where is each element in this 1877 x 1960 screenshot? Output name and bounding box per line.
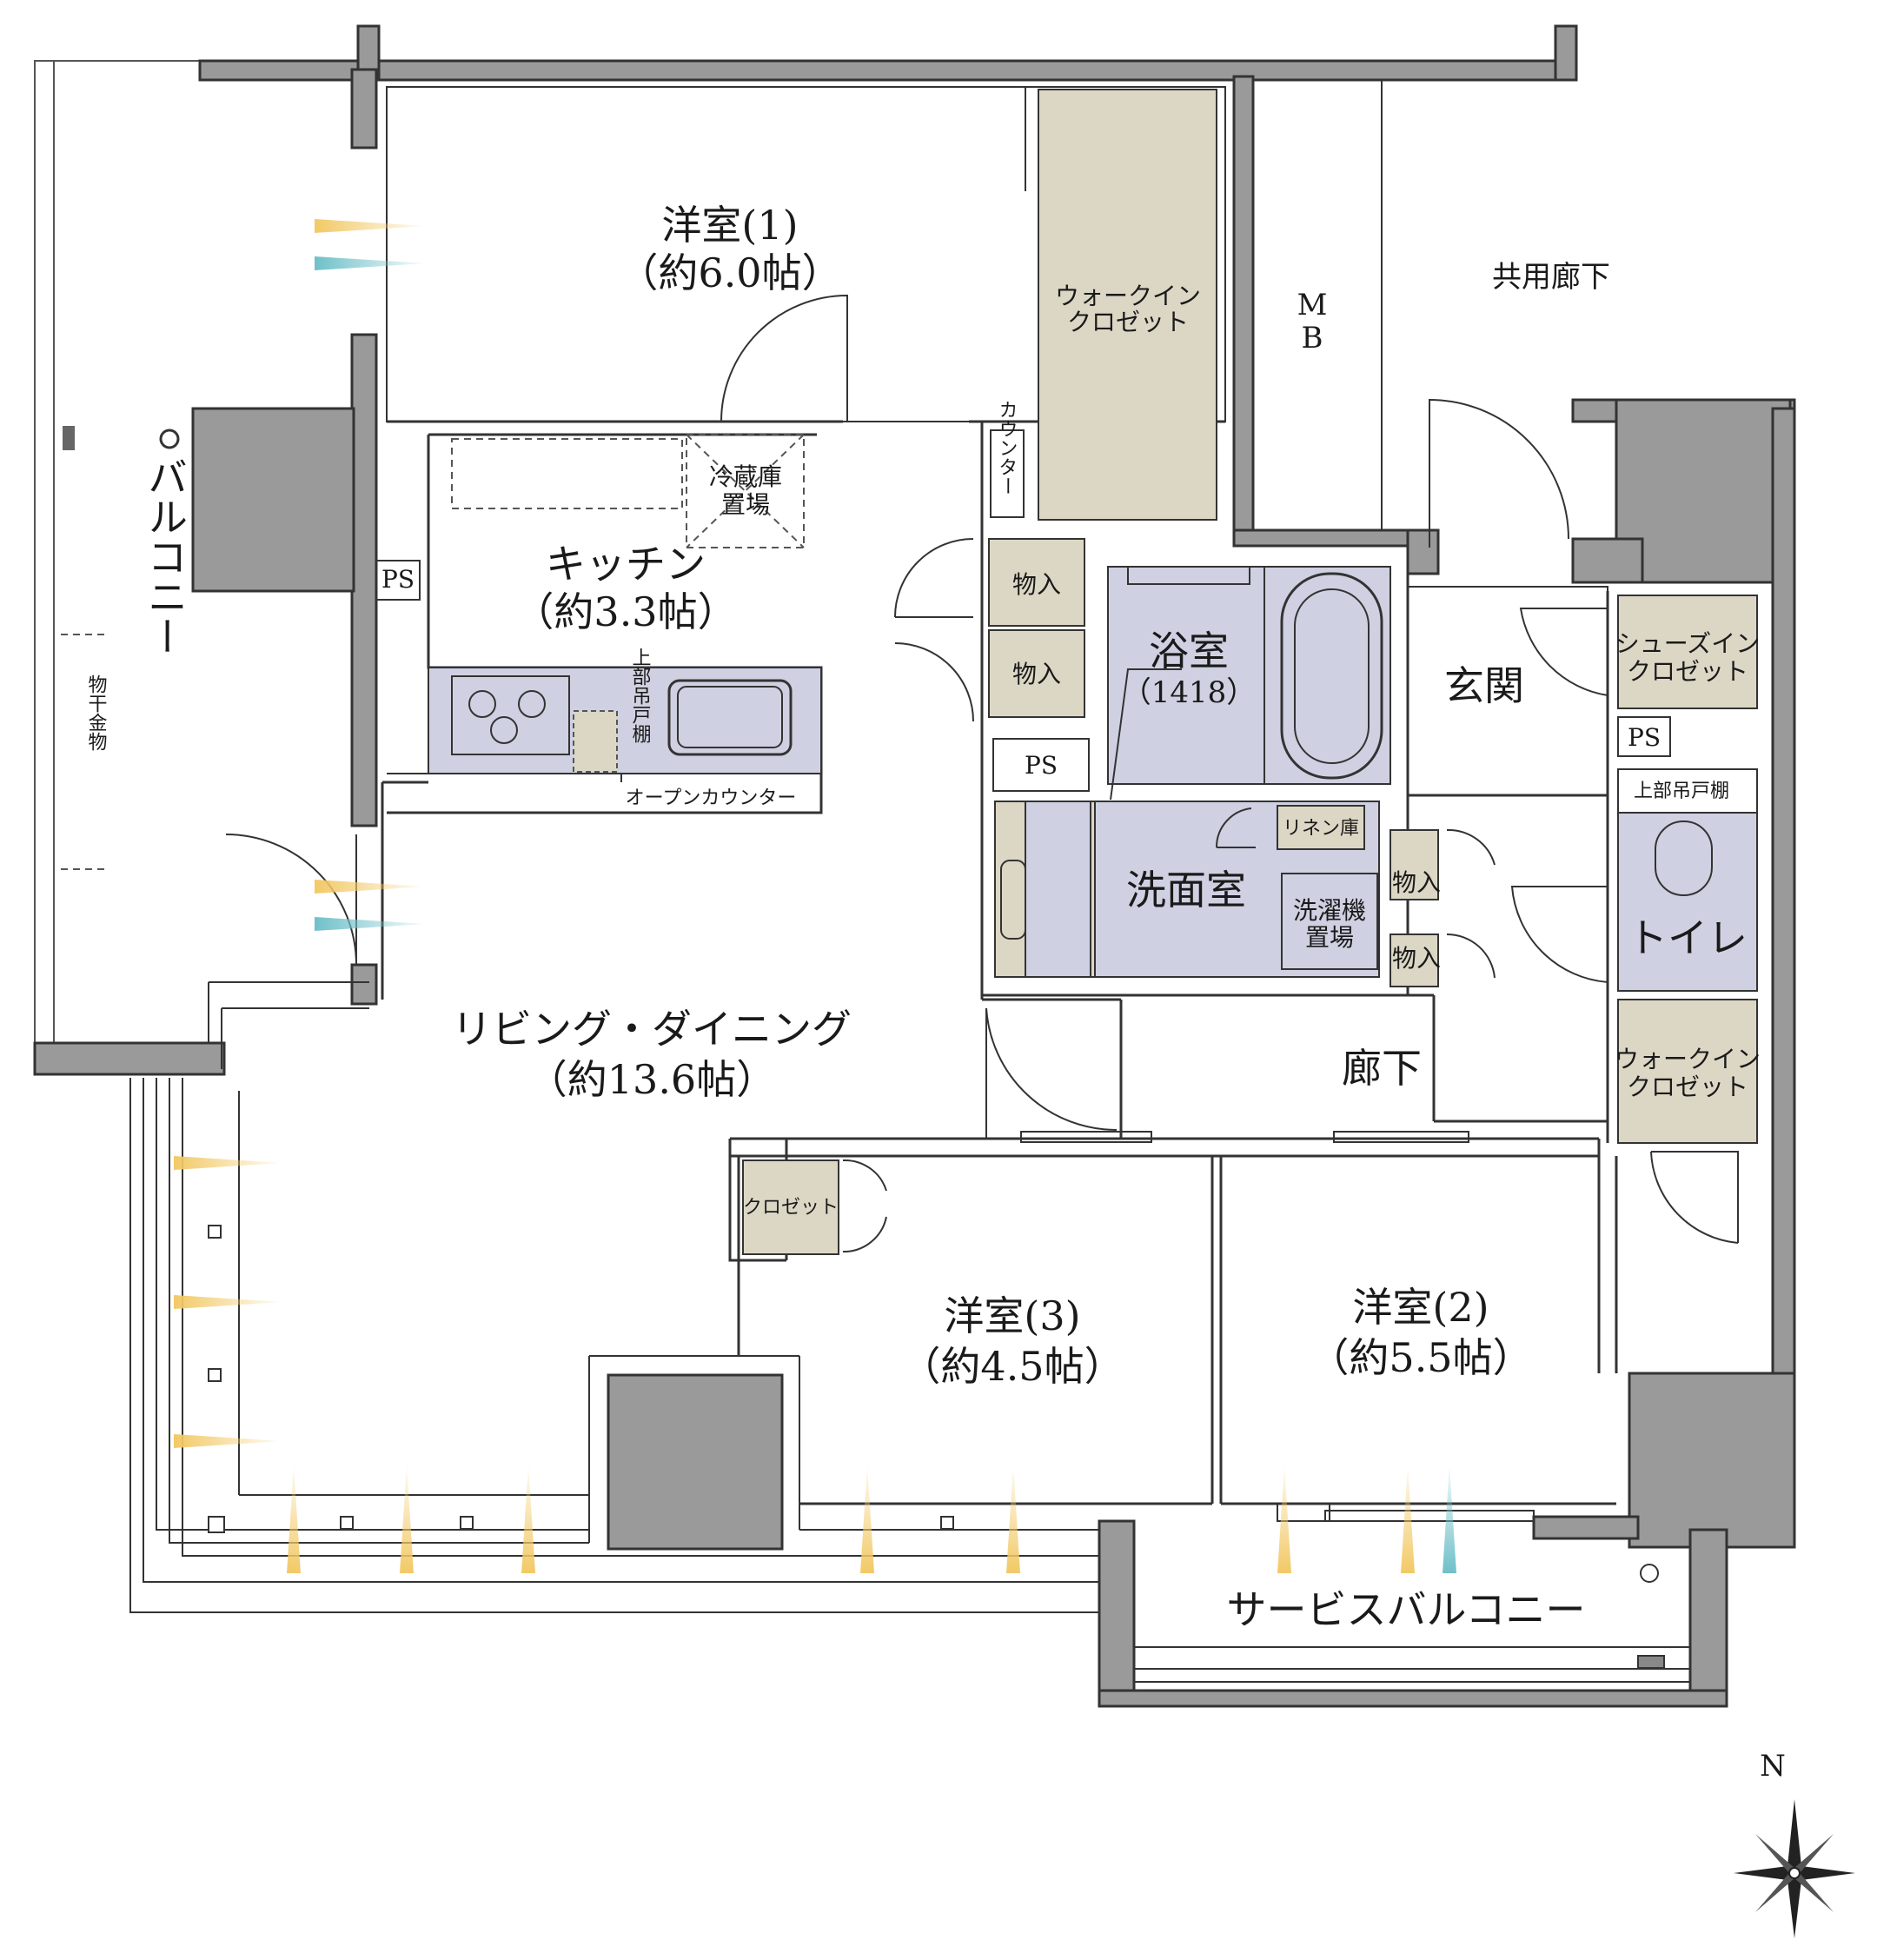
washer-line1: 洗濯機 xyxy=(1293,896,1366,925)
balcony-label: バルコニー xyxy=(142,456,189,656)
room-kitchen-name: キッチン xyxy=(546,541,706,588)
balcony-posts xyxy=(208,1225,1665,1669)
closet-3-label: クロゼット xyxy=(743,1197,839,1219)
fridge-line1: 冷蔵庫 xyxy=(709,462,782,491)
kitchen-area xyxy=(387,429,1025,782)
counter-label: カウンター xyxy=(996,400,1018,495)
fridge-line2: 置場 xyxy=(721,490,770,519)
room-western3-name: 洋室(3) xyxy=(944,1292,1080,1339)
compass-rose-icon xyxy=(1734,1799,1855,1938)
shoes-line1: シューズイン xyxy=(1615,629,1761,658)
walkin1-line1: ウォークイン xyxy=(1055,282,1201,310)
room-western2-size: （約5.5帖） xyxy=(1309,1334,1532,1381)
room-living-name: リビング・ダイニング xyxy=(452,1006,852,1053)
room-bath-size: （1418） xyxy=(1122,675,1257,710)
bathroom xyxy=(1107,566,1391,801)
monoire-4-label: 物入 xyxy=(1392,944,1441,973)
monoire-2-label: 物入 xyxy=(1012,660,1061,688)
shoes-line2: クロゼット xyxy=(1627,657,1748,686)
service-balcony-label: サービスバルコニー xyxy=(1226,1586,1585,1633)
compass-north-label: N xyxy=(1760,1749,1786,1784)
inner-wall-lines xyxy=(129,86,1690,1683)
monoire-closets xyxy=(988,538,1090,792)
entrance-area xyxy=(1407,586,1758,1144)
room-washroom-name: 洗面室 xyxy=(1126,867,1246,914)
room-toilet-name: トイレ xyxy=(1628,914,1748,961)
washer-line2: 置場 xyxy=(1305,923,1354,952)
mb-line1: M xyxy=(1297,288,1328,322)
walkin1-line2: クロゼット xyxy=(1067,308,1189,336)
sliding-doors xyxy=(1020,1131,1535,1522)
mb-line2: B xyxy=(1302,321,1323,355)
room-western1-size: （約6.0帖） xyxy=(618,249,841,296)
walkin2-line1: ウォークイン xyxy=(1615,1045,1761,1073)
common-corridor-label: 共用廊下 xyxy=(1492,260,1610,295)
open-counter-label: オープンカウンター xyxy=(626,787,797,809)
exterior-walls xyxy=(191,24,1796,1708)
drying-hardware-label: 物干金物 xyxy=(85,674,108,751)
light-arrows xyxy=(174,219,1456,1573)
room-living-size: （約13.6帖） xyxy=(527,1056,776,1103)
monoire-1-label: 物入 xyxy=(1012,570,1061,599)
upper-shelf-kitchen-label: 上部吊戸棚 xyxy=(629,648,652,743)
ps-bath-label: PS xyxy=(1025,751,1058,780)
room-western3-size: （約4.5帖） xyxy=(900,1343,1124,1390)
room-bath-name: 浴室 xyxy=(1149,628,1229,674)
room-hallway-name: 廊下 xyxy=(1342,1045,1422,1092)
washroom xyxy=(994,801,1439,987)
room-entrance-name: 玄関 xyxy=(1444,662,1524,709)
room-western2-name: 洋室(2) xyxy=(1352,1284,1489,1331)
room-kitchen-size: （約3.3帖） xyxy=(514,588,737,635)
monoire-3-label: 物入 xyxy=(1392,868,1441,897)
walkin-closet-1 xyxy=(1025,87,1217,521)
upper-shelf-toilet-label: 上部吊戸棚 xyxy=(1634,781,1729,802)
partitions xyxy=(381,420,1618,1505)
closet-3 xyxy=(742,1159,839,1255)
walkin2-line2: クロゼット xyxy=(1627,1073,1748,1101)
doors xyxy=(225,294,1739,1253)
room-western1-name: 洋室(1) xyxy=(661,202,798,249)
linen-label: リネン庫 xyxy=(1283,818,1359,840)
ps-kitchen-label: PS xyxy=(381,565,415,594)
balcony-area xyxy=(33,60,226,1076)
ps-entrance-label: PS xyxy=(1628,723,1661,752)
